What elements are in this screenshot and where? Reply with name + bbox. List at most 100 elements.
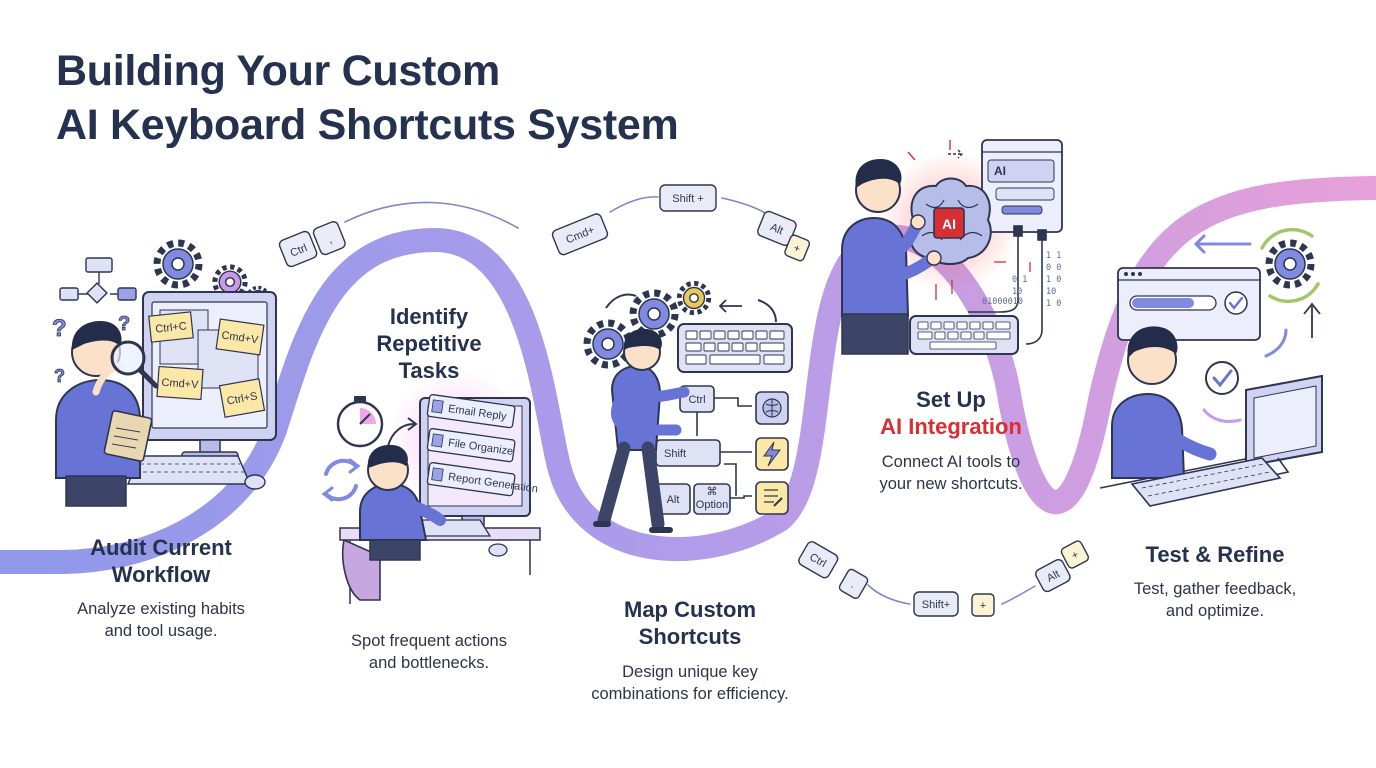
keycap: + (971, 593, 995, 617)
keyboard-icon (677, 323, 793, 373)
mapping-key-option: ⌘ Option (693, 483, 731, 515)
keycap-label: + (792, 242, 802, 256)
svg-text:1 0: 1 0 (1046, 299, 1061, 309)
person-at-desk-icon (341, 444, 446, 601)
svg-text:10: 10 (1046, 287, 1056, 297)
ai-chip-icon: AI (933, 207, 965, 239)
flow-arrows (344, 196, 1036, 605)
svg-text:1 1: 1 1 (1046, 251, 1061, 261)
svg-text:Alt: Alt (667, 494, 680, 506)
document-icon (755, 481, 789, 515)
keycap-label: Alt (768, 221, 784, 237)
workflow-path (0, 176, 1376, 574)
question-mark-icon: ? (54, 366, 65, 386)
keycap-label: + (1070, 549, 1081, 563)
step-1-description: Analyze existing habits and tool usage. (77, 600, 245, 640)
magnifier-icon (110, 340, 159, 389)
step-5-title: Test & Refine (1145, 542, 1285, 567)
title-line-2: AI Keyboard Shortcuts System (56, 101, 679, 149)
lightning-icon (755, 437, 789, 471)
step-4-description: Connect AI tools to your new shortcuts. (879, 453, 1023, 493)
keycap-label: Alt (1045, 568, 1062, 585)
gear-icon (157, 243, 199, 285)
keycap: Shift+ (913, 591, 959, 617)
svg-text:01000010: 01000010 (982, 297, 1023, 307)
gear-icon (629, 289, 679, 339)
refresh-arrows-icon (1260, 227, 1320, 304)
gear-icon (587, 323, 629, 365)
keyboard-icon (909, 315, 1019, 355)
keycap-label: Shift + (672, 193, 704, 205)
svg-text:0 1: 0 1 (1012, 275, 1027, 285)
svg-text:10: 10 (1012, 287, 1022, 297)
question-mark-icon: ? (118, 313, 130, 335)
stopwatch-icon (336, 396, 384, 448)
question-mark-icon: ? (52, 315, 67, 342)
keycap-label: , (326, 234, 333, 246)
keycap: + (1060, 540, 1090, 569)
title-line-1: Building Your Custom (56, 47, 500, 95)
monitor-icon (1245, 374, 1323, 477)
keycap: , (312, 221, 346, 256)
sticky-note: Ctrl+C (148, 311, 194, 343)
flowchart-icon (59, 257, 137, 304)
step-2-title: Identify Repetitive Tasks (376, 304, 482, 383)
step-4-illustration: AI AI (841, 139, 1063, 355)
step-3-title: Map Custom Shortcuts (624, 597, 756, 649)
cycle-arrows-icon (321, 458, 361, 502)
svg-text:0 0: 0 0 (1046, 263, 1061, 273)
svg-text:⌘: ⌘ (707, 486, 718, 498)
step-1-title: Audit Current Workflow (90, 535, 232, 587)
svg-text:Ctrl+C: Ctrl+C (155, 320, 188, 335)
step-5-description: Test, gather feedback, and optimize. (1133, 580, 1297, 620)
keycap: Shift + (659, 184, 717, 212)
svg-text:1 0: 1 0 (1046, 275, 1061, 285)
step-4-title-accent: AI Integration (880, 414, 1022, 439)
keycap-label: Ctrl (289, 242, 309, 260)
checkmark-icon (1205, 361, 1239, 395)
person-holding-brain-icon (841, 159, 942, 355)
step-4-title: Set Up AI Integration (846, 386, 1056, 440)
brain-icon (755, 391, 789, 425)
keyboard-icon (126, 455, 266, 490)
svg-text:Option: Option (696, 499, 728, 511)
progress-window-icon (1117, 267, 1261, 341)
step-2-description: Spot frequent actions and bottlenecks. (351, 632, 507, 672)
step-3-illustration: Ctrl Shift Alt ⌘ Option (587, 280, 793, 533)
keycap-label: + (980, 600, 986, 612)
step-2-illustration: Email Reply File Organize Report Generat… (321, 370, 541, 604)
task-card: Email Reply (426, 394, 516, 429)
sticky-note: Cmd+V (215, 318, 265, 356)
clipboard-icon (103, 410, 153, 462)
chat-window-icon: AI (981, 139, 1063, 233)
keycap: Cmd+ (551, 213, 609, 256)
page-title: Building Your Custom AI Keyboard Shortcu… (56, 44, 679, 152)
svg-text:AI: AI (942, 216, 956, 232)
svg-text:Ctrl+S: Ctrl+S (226, 390, 258, 407)
keycap-label: Shift+ (922, 599, 950, 611)
gear-icon (676, 280, 712, 316)
svg-text:Shift: Shift (664, 448, 686, 460)
keycap: Alt (1035, 558, 1071, 593)
svg-text:Cmd+V: Cmd+V (221, 329, 260, 346)
step-3-description: Design unique key combinations for effic… (591, 663, 789, 703)
svg-text:Ctrl: Ctrl (688, 394, 705, 406)
step-5-illustration (1099, 227, 1323, 507)
person-walking-icon (593, 328, 690, 533)
keycap: Ctrl (278, 230, 318, 268)
svg-text:Cmd+V: Cmd+V (161, 377, 199, 392)
mapping-key-shift: Shift (655, 439, 721, 467)
svg-text:AI: AI (994, 164, 1006, 178)
sticky-note: Ctrl+S (218, 378, 266, 418)
sticky-note: Cmd+V (156, 365, 204, 401)
keycap: Alt (757, 210, 797, 247)
keycap-label: . (849, 579, 858, 591)
keycap: + (784, 234, 811, 262)
cable-icon (968, 225, 1047, 345)
keycap: Ctrl (798, 541, 839, 579)
task-card: File Organize (426, 428, 516, 463)
keyboard-icon (1130, 457, 1282, 507)
gear-icon (1265, 239, 1315, 289)
